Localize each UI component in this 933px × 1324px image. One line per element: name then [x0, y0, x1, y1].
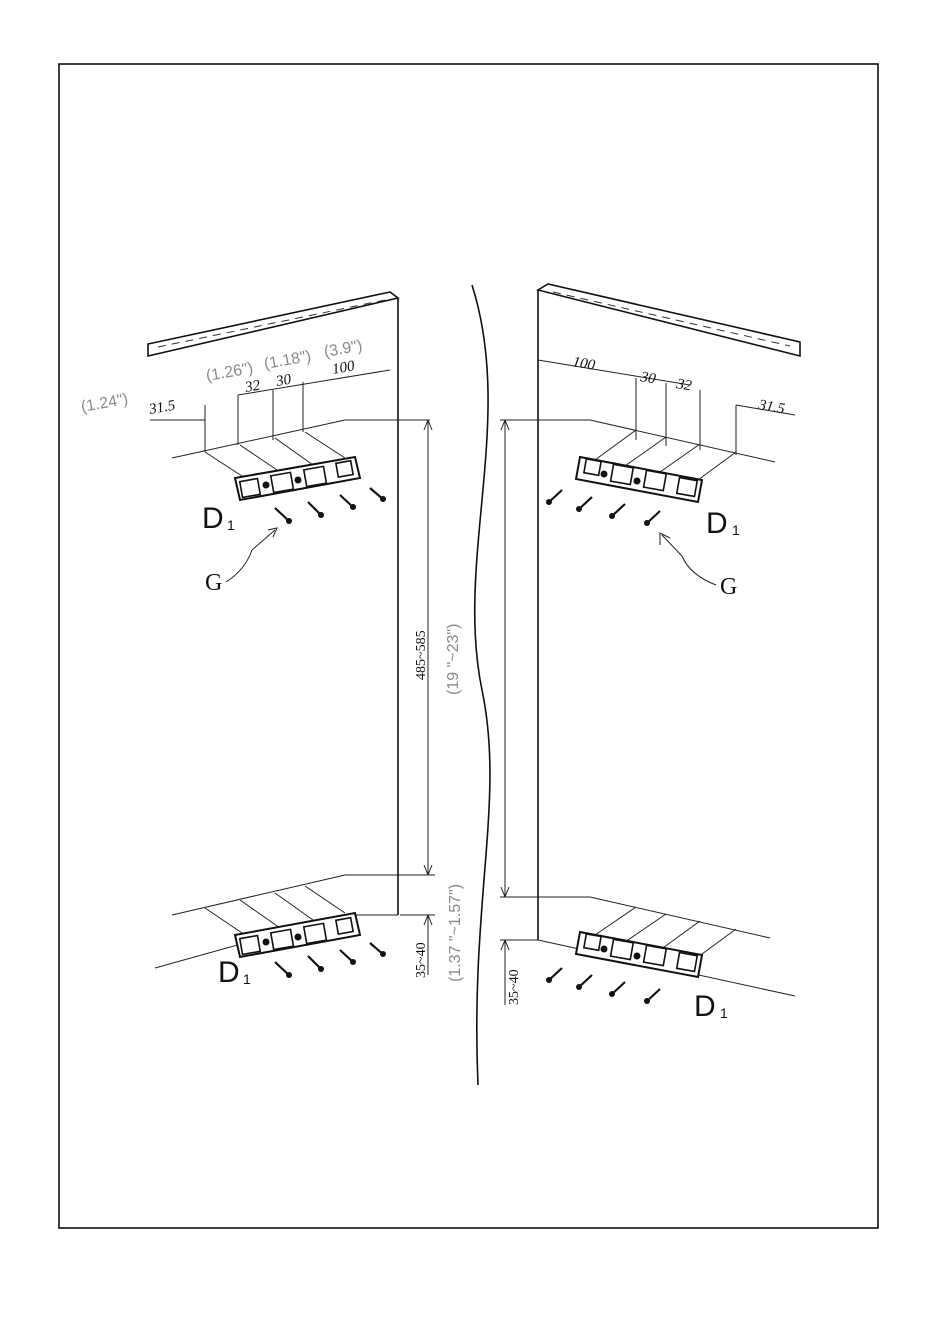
- right-lower-bracket-label: D: [694, 990, 716, 1023]
- right-upper-bracket-sub: 1: [732, 522, 740, 538]
- break-line: [472, 285, 490, 1085]
- left-upper-screws: [275, 488, 386, 524]
- right-panel: D 1 G D: [500, 284, 800, 1023]
- dim-vertical-in: (19 "~23"): [445, 624, 462, 695]
- right-dim-clip-a: 32: [674, 376, 693, 395]
- left-lower-bracket-sub: 1: [243, 971, 251, 987]
- left-dim-edge: 100: [331, 358, 356, 378]
- left-lower-bracket-label: D: [218, 956, 240, 989]
- left-screw-label: G: [205, 570, 222, 596]
- right-upper-screws: [546, 490, 660, 526]
- right-dim-gap: 31.5: [756, 397, 786, 418]
- right-dim-bottom: 35~40: [507, 969, 522, 1005]
- left-dim-bottom: 35~40: [414, 942, 429, 978]
- right-upper-bracket-label: D: [706, 507, 728, 540]
- right-lower-screws: [546, 968, 660, 1004]
- left-upper-bracket: [235, 457, 360, 500]
- right-screw-label: G: [720, 574, 737, 600]
- right-lower-bracket-sub: 1: [720, 1005, 728, 1021]
- left-dim-edge-in: (3.9"): [323, 337, 364, 360]
- page-frame: [59, 64, 878, 1228]
- left-dim-gap-in: (1.24"): [80, 391, 130, 416]
- left-dim-clip-b-in: (1.18"): [263, 348, 313, 373]
- right-lower-bracket: [576, 932, 702, 977]
- left-upper-bracket-label: D: [202, 502, 224, 535]
- dim-bottom-in: (1.37 "~1.57"): [447, 884, 464, 982]
- right-dim-edge: 100: [571, 354, 596, 374]
- dim-vertical: 485~585: [414, 630, 429, 680]
- right-top-board: [538, 284, 800, 356]
- left-dim-clip-b: 30: [274, 371, 293, 390]
- left-panel: D 1 G: [80, 292, 464, 989]
- right-upper-bracket: [576, 457, 702, 502]
- left-dim-gap: 31.5: [147, 398, 177, 419]
- left-upper-bracket-sub: 1: [227, 517, 235, 533]
- right-dim-clip-b: 30: [638, 369, 657, 388]
- left-dim-clip-a: 32: [243, 377, 262, 396]
